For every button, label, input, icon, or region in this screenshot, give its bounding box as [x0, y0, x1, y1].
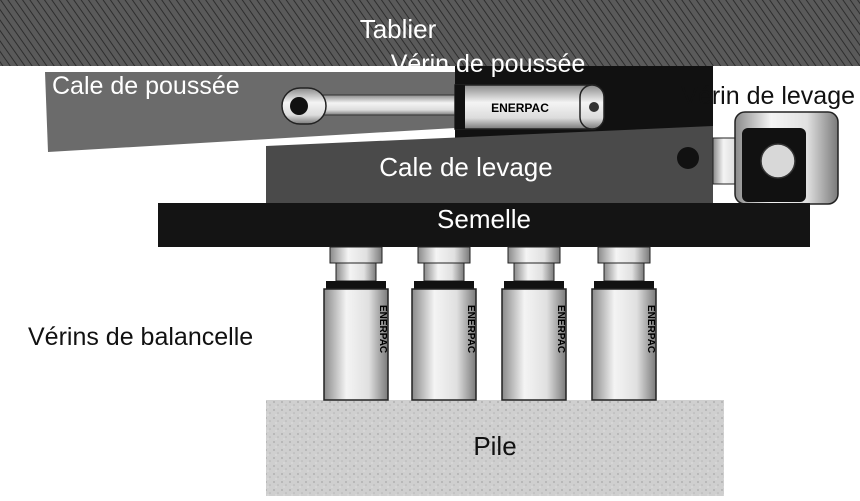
push-cylinder: ENERPAC — [281, 84, 605, 130]
lift-cylinder-label: Vérin de levage — [681, 82, 855, 110]
lift-wedge-label: Cale de levage — [379, 152, 552, 182]
lift-wedge — [266, 126, 713, 204]
enerpac-logo: ENERPAC — [645, 305, 656, 353]
rocker-cylinders-label: Vérins de balancelle — [28, 323, 253, 351]
push-wedge-label: Cale de poussée — [52, 72, 240, 100]
push-cylinder-pin — [290, 97, 308, 115]
enerpac-logo: ENERPAC — [465, 305, 476, 353]
rocker-cylinder: ENERPAC — [591, 246, 657, 401]
pile-label: Pile — [473, 431, 516, 461]
enerpac-logo: ENERPAC — [377, 305, 388, 353]
rocker-cylinders: ENERPAC ENERPAC ENERPAC ENERPAC — [323, 246, 657, 401]
push-cylinder-label: Vérin de poussée — [391, 50, 586, 78]
lift-cylinder-pin — [760, 143, 796, 179]
rocker-cylinder: ENERPAC — [323, 246, 389, 401]
sole — [158, 203, 810, 247]
sole-label: Semelle — [437, 204, 531, 234]
lift-wedge-pin — [677, 147, 699, 169]
push-wedge — [45, 72, 455, 152]
enerpac-logo: ENERPAC — [555, 305, 566, 353]
deck-label: Tablier — [360, 14, 437, 44]
lift-cylinder — [712, 111, 839, 205]
pile — [266, 400, 724, 496]
enerpac-logo: ENERPAC — [491, 101, 549, 115]
rocker-cylinder: ENERPAC — [501, 246, 567, 401]
deck — [0, 0, 860, 66]
rocker-cylinder: ENERPAC — [411, 246, 477, 401]
